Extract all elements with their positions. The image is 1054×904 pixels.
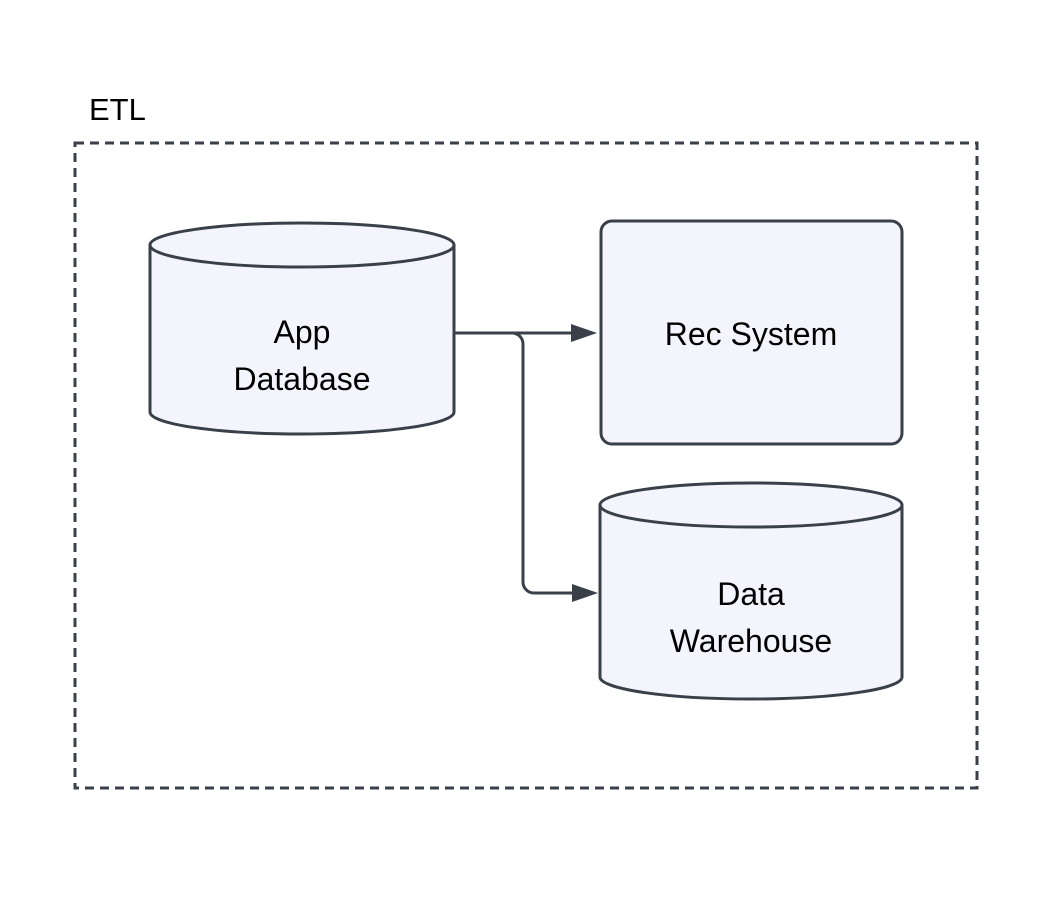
rec-system-label: Rec System: [665, 316, 837, 352]
arrowhead-to-rec-system: [571, 324, 597, 342]
data-warehouse-cylinder-body: [598, 503, 904, 701]
app-database-cylinder-top: [148, 221, 456, 269]
data-warehouse-label-line2: Warehouse: [670, 623, 832, 659]
data-warehouse-label-line1: Data: [717, 576, 785, 612]
etl-group-boundary: [73, 141, 979, 790]
group-label-etl: ETL: [89, 92, 146, 127]
edge-app-database-to-data-warehouse: [455, 331, 598, 602]
data-warehouse-cylinder-top: [598, 481, 904, 529]
edge-line-to-data-warehouse: [455, 331, 573, 595]
node-data-warehouse[interactable]: Data Warehouse: [598, 481, 904, 701]
app-database-cylinder-body: [148, 243, 456, 436]
app-database-label-line1: App: [274, 314, 331, 350]
node-app-database[interactable]: App Database: [148, 221, 456, 436]
arrowhead-to-data-warehouse: [572, 584, 598, 602]
rec-system-box: [599, 219, 904, 446]
app-database-label-line2: Database: [234, 361, 371, 397]
node-rec-system[interactable]: Rec System: [599, 219, 904, 446]
